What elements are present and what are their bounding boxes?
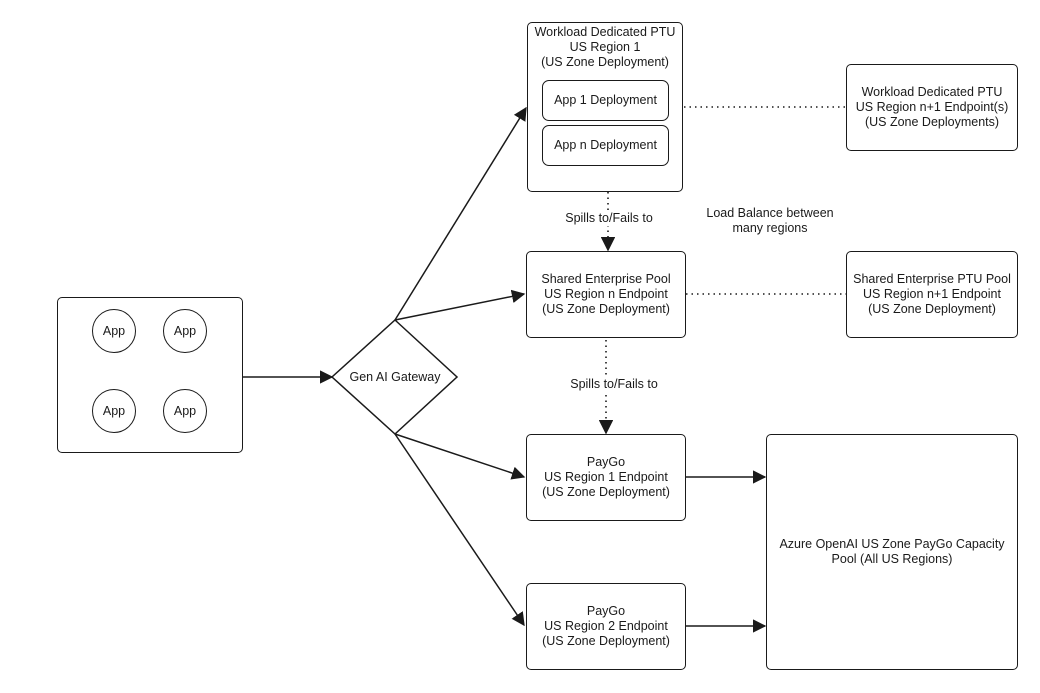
app-n-deployment-box: App n Deployment: [542, 125, 669, 166]
arrow-gateway-to-workload-ptu: [394, 106, 527, 321]
load-balance-line-1: Load Balance between: [706, 206, 834, 220]
arrow-gateway-to-shared-pool: [394, 289, 526, 321]
shared-pool-title: Shared Enterprise Pool: [541, 272, 671, 286]
paygo-1-title: PayGo: [586, 455, 626, 469]
paygo-1-box: PayGo US Region 1 Endpoint (US Zone Depl…: [526, 434, 686, 521]
spills-label-1: Spills to/Fails to: [554, 211, 664, 226]
shared-ptu-n1-zone: (US Zone Deployment): [868, 302, 996, 316]
shared-pool-region: US Region n Endpoint: [544, 287, 668, 301]
arrow-gateway-to-paygo-1: [394, 433, 526, 480]
shared-ptu-n1-box: Shared Enterprise PTU Pool US Region n+1…: [846, 251, 1018, 338]
workload-ptu-region: US Region 1: [569, 40, 641, 54]
workload-ptu-n1-box: Workload Dedicated PTU US Region n+1 End…: [846, 64, 1018, 151]
workload-ptu-n1-region: US Region n+1 Endpoint(s): [855, 100, 1009, 114]
workload-ptu-n1-zone: (US Zone Deployments): [864, 115, 1000, 129]
gateway-label: Gen AI Gateway: [349, 370, 441, 384]
paygo-1-zone: (US Zone Deployment): [542, 485, 670, 499]
paygo-2-region: US Region 2 Endpoint: [544, 619, 668, 633]
app-1-deployment-box: App 1 Deployment: [542, 80, 669, 121]
app-node-2: App: [163, 309, 207, 353]
paygo-2-title: PayGo: [586, 604, 626, 618]
workload-ptu-title: Workload Dedicated PTU: [534, 25, 676, 39]
azure-openai-pool-box: Azure OpenAI US Zone PayGo Capacity Pool…: [766, 434, 1018, 670]
apps-group: [57, 297, 243, 453]
workload-ptu-zone: (US Zone Deployment): [541, 55, 669, 69]
app-n-deployment-label: App n Deployment: [554, 138, 657, 152]
azure-pool-line-1: Azure OpenAI US Zone PayGo Capacity: [779, 537, 1005, 551]
shared-ptu-n1-title: Shared Enterprise PTU Pool: [853, 272, 1011, 286]
spills-label-2: Spills to/Fails to: [559, 377, 669, 392]
paygo-2-zone: (US Zone Deployment): [542, 634, 670, 648]
app-1-deployment-label: App 1 Deployment: [554, 93, 657, 107]
app-node-3: App: [92, 389, 136, 433]
shared-ptu-n1-region: US Region n+1 Endpoint: [863, 287, 1001, 301]
paygo-2-box: PayGo US Region 2 Endpoint (US Zone Depl…: [526, 583, 686, 670]
load-balance-label: Load Balance between many regions: [695, 206, 845, 236]
workload-ptu-n1-title: Workload Dedicated PTU: [861, 85, 1003, 99]
arrow-gateway-to-paygo-2: [394, 433, 525, 627]
shared-pool-box: Shared Enterprise Pool US Region n Endpo…: [526, 251, 686, 338]
shared-pool-zone: (US Zone Deployment): [542, 302, 670, 316]
load-balance-line-2: many regions: [732, 221, 808, 235]
paygo-1-region: US Region 1 Endpoint: [544, 470, 668, 484]
app-node-1: App: [92, 309, 136, 353]
azure-pool-line-2: Pool (All US Regions): [831, 552, 953, 566]
app-node-4: App: [163, 389, 207, 433]
